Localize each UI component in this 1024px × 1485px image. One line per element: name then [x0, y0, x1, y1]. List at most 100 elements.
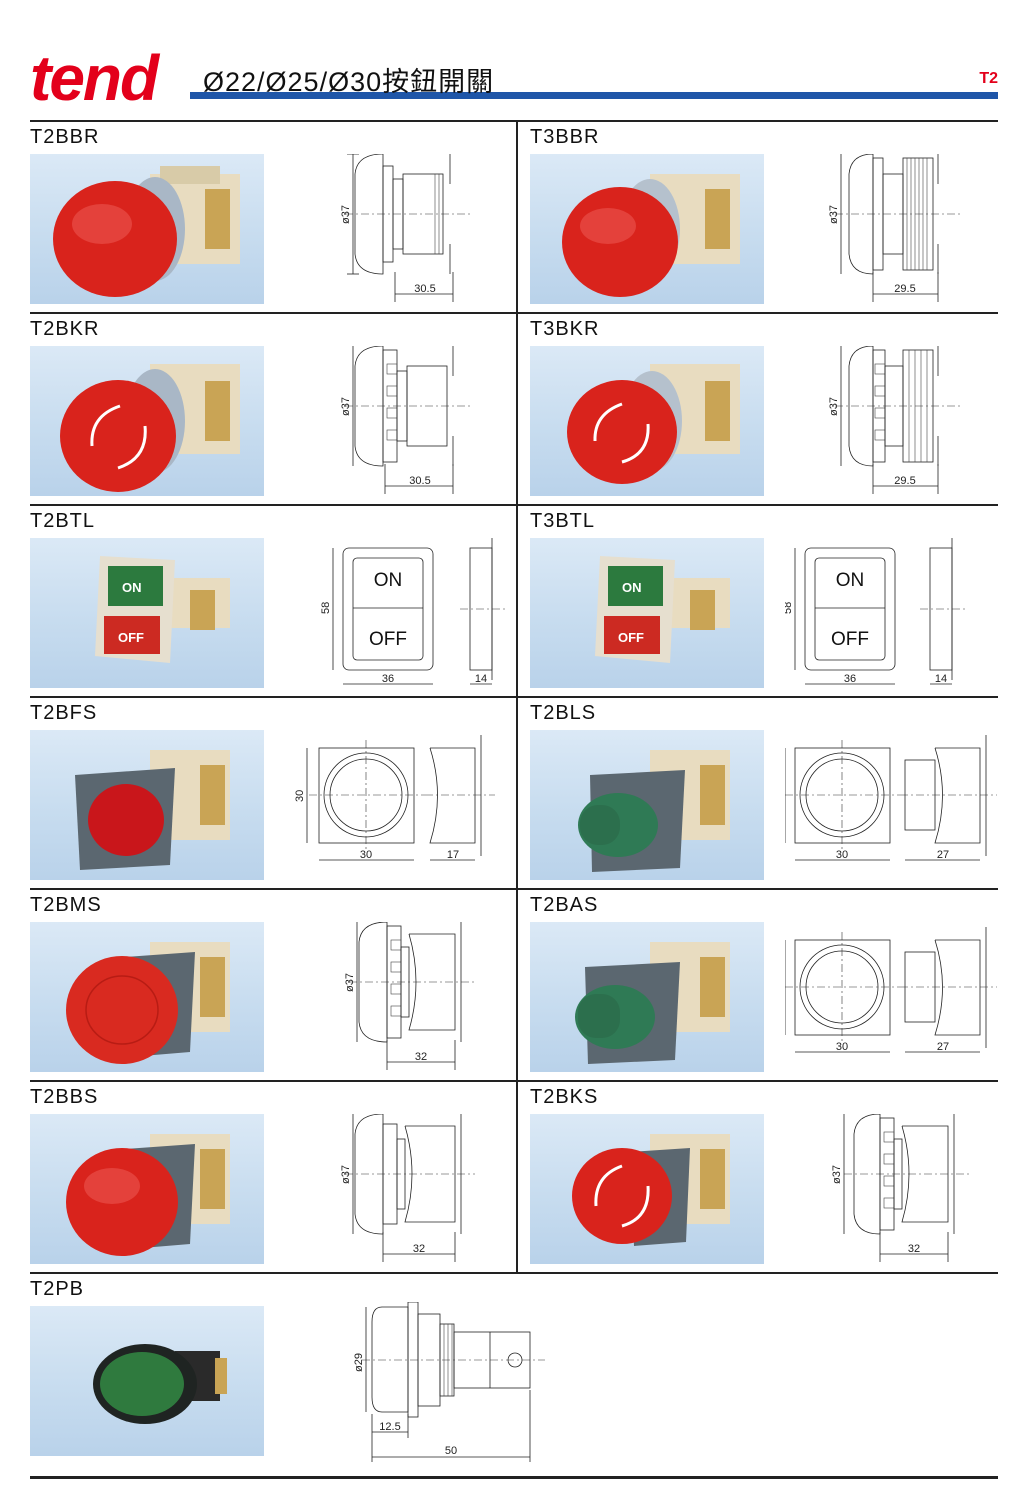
brand-logo: tend [30, 42, 159, 114]
dimension-label: ø37 [828, 397, 840, 416]
drawing-off-label: OFF [831, 629, 869, 650]
product-photo [530, 730, 764, 880]
product-code: T2PB [30, 1278, 85, 1300]
product-code: T2BAS [530, 894, 599, 916]
product-photo [30, 1114, 264, 1264]
dimension-label: ø37 [831, 1165, 843, 1184]
photo-off-label: OFF [618, 630, 644, 645]
product-cell-t2bls: T2BLS 30 30 27 [530, 702, 1010, 892]
dimension-label: 30.5 [414, 283, 435, 295]
drawing-on-label: ON [374, 570, 403, 591]
product-photo: ON OFF [30, 538, 264, 688]
dimension-label: 58 [320, 602, 332, 614]
product-cell-t3btl: T3BTL ON OFF ON OFF 58 36 14 [530, 510, 1010, 700]
dimension-label: 29.5 [894, 475, 915, 487]
product-code: T3BBR [530, 126, 600, 148]
dimension-drawing: 30 30 27 [785, 735, 997, 861]
dimension-label: 27 [937, 1041, 949, 1053]
dimension-label: 14 [935, 673, 947, 685]
product-code: T3BTL [530, 510, 596, 532]
divider [30, 696, 998, 698]
divider [30, 1272, 998, 1274]
dimension-drawing: ø37 30.5 [340, 154, 470, 302]
product-code: T2BBR [30, 126, 100, 148]
product-photo: ON OFF [530, 538, 764, 688]
dimension-label: ø37 [344, 973, 356, 992]
product-photo [30, 346, 264, 496]
dimension-label: 17 [447, 849, 459, 861]
product-photo [530, 922, 764, 1072]
product-cell-t2bas: T2BAS 30 30 27 [530, 894, 1010, 1084]
drawing-on-label: ON [836, 570, 865, 591]
dimension-label: 58 [785, 602, 794, 614]
product-cell-t2pb: T2PB ø29 12.5 50 [30, 1278, 630, 1468]
product-code: T2BTL [30, 510, 96, 532]
divider [30, 1476, 998, 1479]
dimension-drawing: ø37 32 [344, 922, 475, 1070]
divider [30, 504, 998, 506]
dimension-drawing: ON OFF 58 36 14 [320, 538, 505, 685]
dimension-label: 30 [836, 849, 848, 861]
page-title: Ø22/Ø25/Ø30按鈕開關 [203, 67, 495, 97]
product-code: T2BBS [30, 1086, 99, 1108]
product-code: T2BKR [30, 318, 100, 340]
product-photo [530, 346, 764, 496]
dimension-label: 27 [937, 849, 949, 861]
product-photo [30, 922, 264, 1072]
dimension-label: 32 [415, 1051, 427, 1063]
dimension-label: 32 [908, 1243, 920, 1255]
dimension-label: 30 [360, 849, 372, 861]
dimension-label: 30.5 [409, 475, 430, 487]
photo-on-label: ON [622, 580, 642, 595]
product-cell-t2bkr: T2BKR ø37 30.5 [30, 318, 510, 508]
product-cell-t3bkr: T3BKR ø37 29.5 [530, 318, 1010, 508]
product-code: T2BLS [530, 702, 597, 724]
divider [30, 120, 998, 122]
dimension-drawing: 30 30 27 [785, 927, 997, 1053]
dimension-label: 36 [844, 673, 856, 685]
dimension-label: 30 [295, 790, 306, 802]
product-code: T2BMS [30, 894, 102, 916]
dimension-label: 30 [836, 1041, 848, 1053]
page-header: tend Ø22/Ø25/Ø30按鈕開關 T2 [30, 42, 998, 118]
header-blue-bar [190, 92, 998, 99]
divider [30, 1080, 998, 1082]
dimension-drawing: ø37 30.5 [340, 346, 470, 494]
product-cell-t2btl: T2BTL ON OFF ON OFF 58 36 14 [30, 510, 510, 700]
dimension-label: 14 [475, 673, 487, 685]
product-photo [530, 1114, 764, 1264]
dimension-label: 30 [785, 982, 786, 994]
dimension-label: 29.5 [894, 283, 915, 295]
dimension-drawing: ø37 29.5 [828, 154, 960, 302]
dimension-label: 50 [445, 1445, 457, 1457]
dimension-label: 12.5 [379, 1421, 400, 1433]
product-photo [530, 154, 764, 304]
product-code: T2BKS [530, 1086, 599, 1108]
dimension-label: ø37 [340, 1165, 352, 1184]
dimension-drawing: ø37 32 [831, 1114, 970, 1262]
product-code: T2BFS [30, 702, 98, 724]
dimension-label: 30 [785, 790, 786, 802]
product-cell-t2bms: T2BMS ø37 32 [30, 894, 510, 1084]
dimension-drawing: 30 30 17 [295, 735, 495, 861]
dimension-label: ø37 [340, 205, 352, 224]
product-cell-t2bbr: T2BBR ø37 30.5 [30, 126, 510, 316]
page-tag: T2 [979, 70, 998, 87]
product-photo [30, 1306, 264, 1456]
dimension-drawing: ON OFF 58 36 14 [785, 538, 965, 685]
dimension-label: ø37 [340, 397, 352, 416]
drawing-off-label: OFF [369, 629, 407, 650]
dimension-drawing: ø37 32 [340, 1114, 475, 1262]
product-code: T3BKR [530, 318, 600, 340]
dimension-drawing: ø29 12.5 50 [353, 1302, 545, 1462]
dimension-label: 36 [382, 673, 394, 685]
divider [30, 888, 998, 890]
product-photo [30, 154, 264, 304]
dimension-drawing: ø37 29.5 [828, 346, 960, 494]
photo-on-label: ON [122, 580, 142, 595]
product-photo [30, 730, 264, 880]
product-cell-t2bbs: T2BBS ø37 32 [30, 1086, 510, 1276]
column-divider [516, 122, 518, 1272]
product-cell-t2bfs: T2BFS 30 30 17 [30, 702, 510, 892]
dimension-label: ø37 [828, 205, 840, 224]
